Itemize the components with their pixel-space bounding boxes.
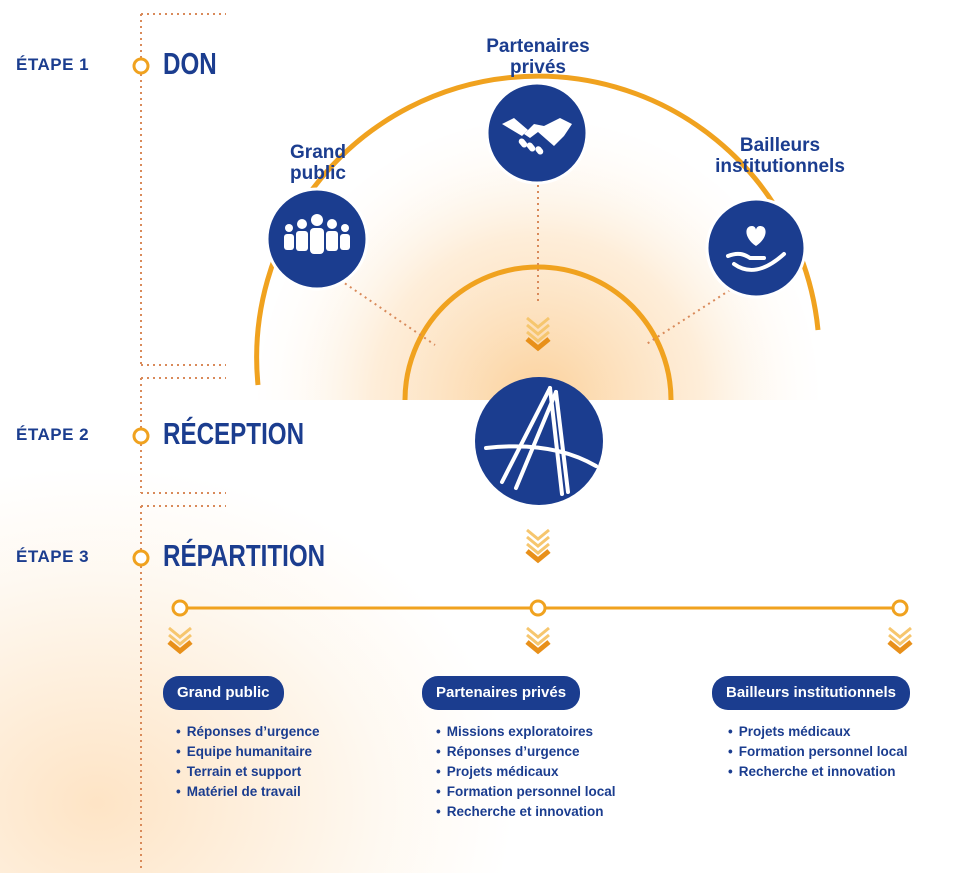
chevron-down-icon	[887, 640, 913, 655]
chevron-down-icon	[526, 626, 550, 639]
chevron-down-icon	[525, 549, 551, 564]
column-list-bailleurs: Projets médicaux Formation personnel loc…	[728, 722, 908, 782]
chevron-down-icon	[526, 633, 550, 646]
chevron-down-icon	[526, 316, 550, 329]
donor-label-line: Partenaires	[486, 36, 590, 57]
step-2-label: ÉTAPE 2	[16, 425, 90, 444]
step-2-title: RÉCEPTION	[163, 416, 305, 451]
column-title-partenaires: Partenaires privés	[422, 676, 581, 710]
step-3-title: RÉPARTITION	[163, 538, 326, 573]
donor-label-grand-public: Grand public	[268, 142, 368, 184]
column-title-bailleurs: Bailleurs institutionnels	[712, 676, 911, 710]
connector-bailleurs	[644, 289, 731, 346]
heart-in-hand-icon	[705, 197, 807, 299]
step-3-label: ÉTAPE 3	[16, 547, 90, 566]
connector-grand-public	[339, 279, 436, 346]
list-item: Missions exploratoires	[436, 722, 616, 742]
list-item: Equipe humanitaire	[176, 742, 320, 762]
arc-glow	[258, 120, 818, 400]
chevron-down-icon	[526, 542, 550, 555]
chevron-down-icon	[525, 337, 551, 352]
list-item: Projets médicaux	[728, 722, 908, 742]
inner-arc	[402, 264, 674, 401]
timeline-node-center	[529, 599, 547, 617]
donor-label-partenaires: Partenaires privés	[458, 36, 618, 78]
step-2-marker	[132, 427, 150, 445]
handshake-icon	[485, 81, 589, 185]
donor-label-line: Bailleurs	[739, 135, 821, 156]
column-list-partenaires: Missions exploratoires Réponses d’urgenc…	[436, 722, 616, 822]
donor-label-line: public	[290, 163, 346, 184]
step-1-label: ÉTAPE 1	[16, 55, 90, 74]
chevron-arrows	[167, 316, 913, 655]
donor-label-line: institutionnels	[715, 156, 845, 177]
list-item: Recherche et innovation	[436, 802, 616, 822]
list-item: Recherche et innovation	[728, 762, 908, 782]
step-bracket	[140, 13, 226, 870]
timeline-node-left	[171, 599, 189, 617]
chevron-down-icon	[526, 535, 550, 548]
step-1-marker	[132, 57, 150, 75]
chevron-down-icon	[526, 323, 550, 336]
chevron-down-icon	[888, 633, 912, 646]
list-item: Réponses d’urgence	[176, 722, 320, 742]
chevron-down-icon	[168, 626, 192, 639]
chevron-down-icon	[168, 633, 192, 646]
list-item: Formation personnel local	[728, 742, 908, 762]
step-1-title: DON	[163, 46, 217, 81]
list-item: Réponses d’urgence	[436, 742, 616, 762]
donor-label-line: privés	[510, 57, 566, 78]
donor-label-line: Grand	[290, 142, 346, 163]
chevron-down-icon	[888, 626, 912, 639]
list-item: Terrain et support	[176, 762, 320, 782]
list-item: Matériel de travail	[176, 782, 320, 802]
people-group-icon	[265, 187, 369, 291]
organization-logo	[475, 377, 603, 505]
chevron-down-icon	[525, 640, 551, 655]
donor-label-bailleurs: Bailleurs institutionnels	[690, 135, 870, 177]
list-item: Formation personnel local	[436, 782, 616, 802]
chevron-down-icon	[526, 330, 550, 343]
column-title-grand-public: Grand public	[163, 676, 284, 710]
chevron-down-icon	[167, 640, 193, 655]
chevron-down-icon	[526, 528, 550, 541]
list-item: Projets médicaux	[436, 762, 616, 782]
timeline-node-right	[891, 599, 909, 617]
column-list-grand-public: Réponses d’urgence Equipe humanitaire Te…	[176, 722, 320, 802]
step-3-marker	[132, 549, 150, 567]
